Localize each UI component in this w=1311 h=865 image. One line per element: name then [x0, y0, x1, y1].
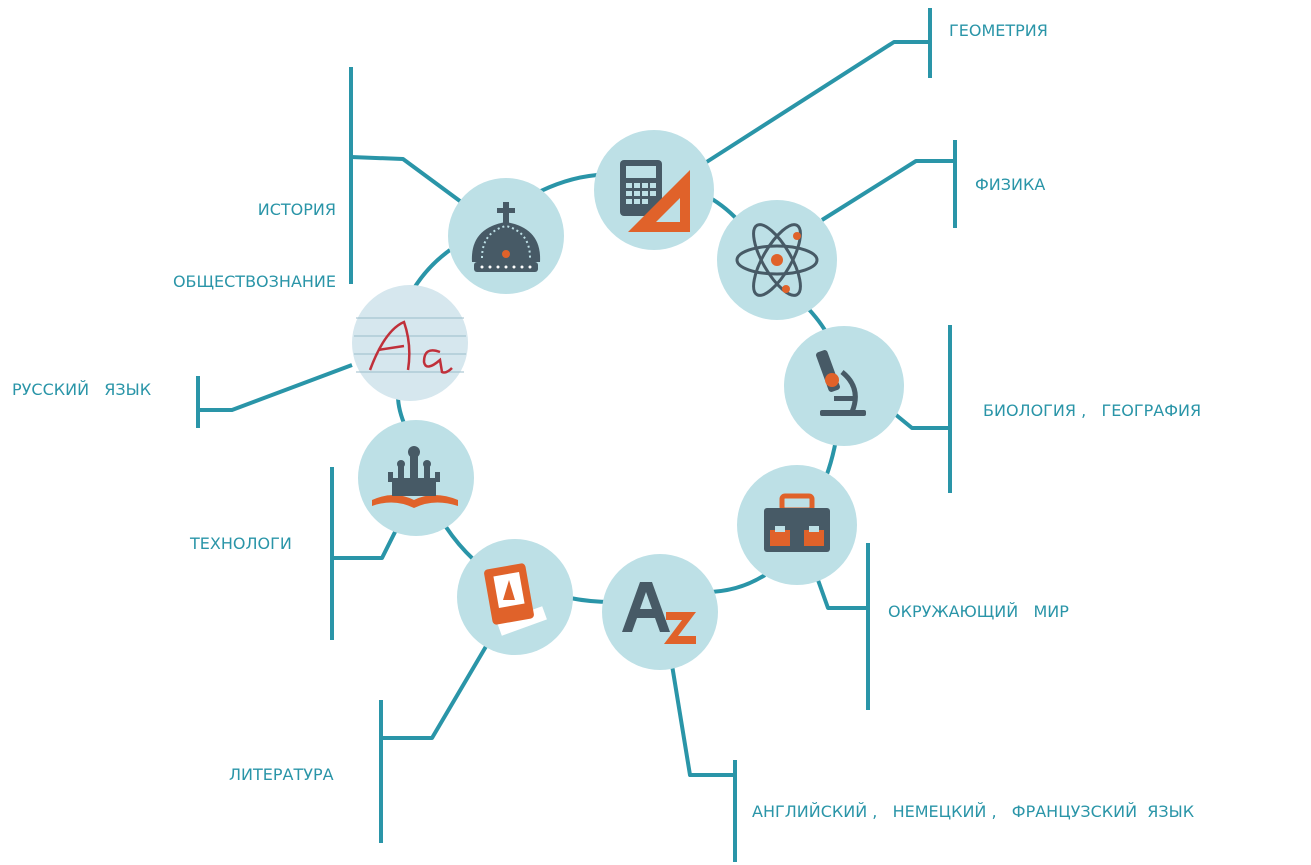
languages-circle: [602, 554, 718, 670]
book-icon: [484, 563, 547, 636]
label-geometry: ГЕОМЕТРИЯ: [949, 21, 1048, 40]
label-literature: ЛИТЕРАТУРА: [229, 765, 334, 784]
az-letters-icon: [622, 582, 696, 644]
connector-geometry: [703, 40, 930, 165]
label-history-line-2: ОБЩЕСТВОЗНАНИЕ: [172, 272, 336, 291]
subject-circles: [352, 130, 904, 670]
connector-russian: [198, 363, 353, 412]
connector-literature: [381, 641, 490, 740]
ring-arc: [705, 573, 767, 594]
connector-biology: [888, 408, 950, 430]
atom-icon: [735, 223, 819, 297]
briefcase-icon: [764, 493, 830, 552]
physics-circle: [717, 200, 837, 320]
world-circle: [737, 465, 857, 585]
geometry-circle: [594, 130, 714, 250]
literature-circle: [457, 539, 573, 655]
cursive-letters-icon: [354, 317, 466, 374]
connector-history: [350, 155, 470, 209]
label-physics: ФИЗИКА: [975, 175, 1046, 194]
label-history-line-1: ИСТОРИЯ: [257, 200, 336, 219]
label-languages: АНГЛИЙСКИЙ , НЕМЕЦКИЙ , ФРАНЦУЗСКИЙ ЯЗЫК: [752, 802, 1195, 821]
russian-circle: [352, 285, 468, 401]
history-circle: [448, 178, 564, 294]
label-world: ОКРУЖАЮЩИЙ МИР: [888, 602, 1069, 621]
technology-circle: [358, 420, 474, 536]
label-russian: РУССКИЙ ЯЗЫК: [12, 380, 152, 399]
crown-icon: [471, 202, 541, 272]
label-biology-geography: БИОЛОГИЯ , ГЕОГРАФИЯ: [983, 401, 1202, 420]
biology-circle: [784, 326, 904, 446]
label-technology: ТЕХНОЛОГИ: [190, 534, 292, 553]
label-history: ИСТОРИЯ ОБЩЕСТВОЗНАНИЕ: [130, 150, 336, 318]
connector-world: [816, 579, 868, 610]
connector-languages: [670, 664, 735, 777]
connector-physics: [820, 159, 955, 222]
kremlin-book-icon: [372, 446, 458, 508]
ring-arc: [444, 525, 476, 562]
connector-technology: [332, 529, 398, 560]
microscope-icon: [816, 350, 866, 416]
calculator-ruler-icon: [620, 160, 690, 232]
